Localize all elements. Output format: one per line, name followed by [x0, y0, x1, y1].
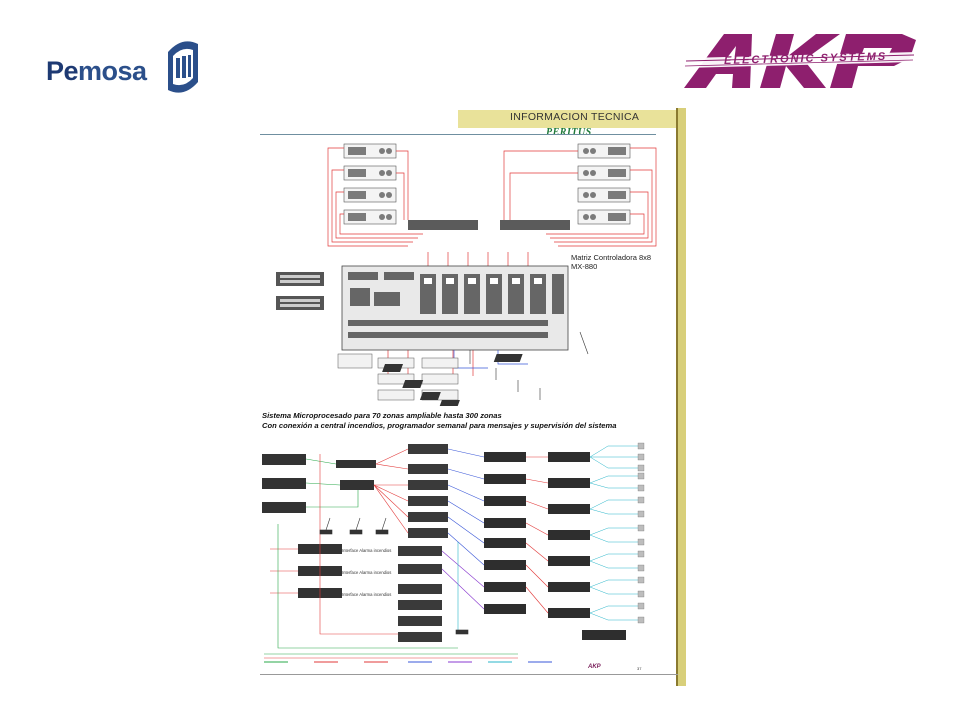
paging-microphones — [382, 354, 523, 406]
header-divider — [260, 134, 656, 135]
interface-label-1: Interface Alarma incendios — [342, 548, 392, 553]
page-number: 37 — [637, 666, 642, 671]
matrix-wiring-diagram — [276, 143, 657, 406]
akp-logo: ELECTRONIC SYSTEMS — [680, 28, 925, 96]
footer-brand: AKP — [588, 664, 601, 670]
system-caption-line1: Sistema Microprocesado para 70 zonas amp… — [262, 411, 502, 420]
pemosa-emblem-icon — [168, 41, 198, 93]
pemosa-logo: Pemosa — [46, 38, 206, 98]
pemosa-wordmark: Pemosa — [46, 56, 147, 87]
interface-label-3: Interface Alarma incendios — [342, 592, 392, 597]
zone-system-diagram — [262, 442, 645, 663]
akp-tagline: ELECTRONIC SYSTEMS — [724, 51, 887, 67]
header-bar — [458, 110, 676, 128]
header-title: INFORMACION TECNICA — [510, 111, 640, 123]
interface-label-2: Interface Alarma incendios — [342, 570, 392, 575]
pemosa-wordmark-prefix: Pe — [46, 56, 79, 86]
matrix-label-line2: MX-880 — [571, 262, 598, 271]
matrix-label-line1: Matriz Controladora 8x8 — [571, 253, 652, 262]
page-edge-line — [676, 108, 678, 686]
pemosa-wordmark-rest: mosa — [78, 56, 147, 86]
akp-logo-icon: ELECTRONIC SYSTEMS — [684, 34, 916, 88]
system-caption: Sistema Microprocesado para 70 zonas amp… — [262, 411, 617, 430]
technical-document-page: INFORMACION TECNICA PERITUS — [258, 108, 686, 686]
footer-divider — [260, 674, 678, 675]
product-name: PERITUS — [546, 127, 592, 138]
page-edge-strip — [678, 108, 686, 686]
left-zone-modules — [343, 143, 397, 225]
system-caption-line2: Con conexión a central incendios, progra… — [262, 420, 617, 430]
